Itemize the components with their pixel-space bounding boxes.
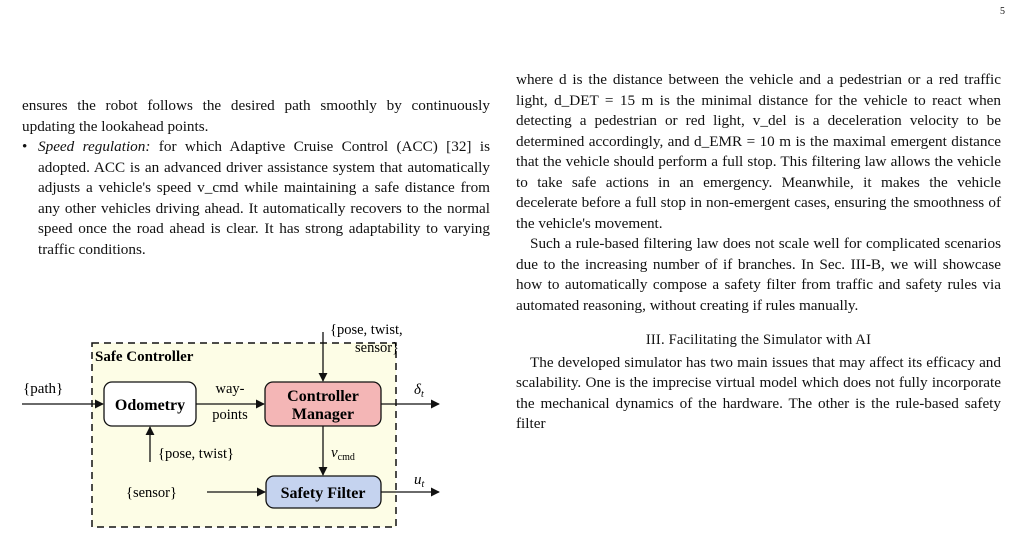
bullet-label: Speed regulation: <box>38 138 151 155</box>
odometry-label: Odometry <box>115 397 185 414</box>
bullet-text: for which Adaptive Cruise Control (ACC) … <box>38 138 490 258</box>
bullet-item-speed-regulation: • Speed regulation: for which Adaptive C… <box>22 137 490 260</box>
section-heading: III. Facilitating the Simulator with AI <box>645 332 872 348</box>
delta-output-label: δt <box>414 382 424 400</box>
path-input-label: {path} <box>23 381 63 397</box>
bullet-marker: • <box>22 138 28 155</box>
paragraph-continued: ensures the robot follows the desired pa… <box>22 97 490 135</box>
waypoints-label-line2: points <box>212 407 248 423</box>
paragraph-filtering-law: where d is the distance between the vehi… <box>516 71 1001 232</box>
controller-manager-label-line1: Controller <box>287 388 359 405</box>
u-output-label: ut <box>414 472 425 490</box>
paragraph-simulator-issues: The developed simulator has two main iss… <box>516 353 1001 433</box>
top-input-label-line2: sensor} <box>355 340 399 356</box>
page-number: 5 <box>1000 6 1005 17</box>
odom-input-label: {pose, twist} <box>158 446 234 462</box>
paragraph-rule-based: Such a rule-based filtering law does not… <box>516 235 1001 314</box>
safe-controller-diagram: Safe Controller Odometry Controller Mana… <box>22 322 440 528</box>
controller-manager-label-line2: Manager <box>292 406 354 423</box>
waypoints-label-line1: way- <box>216 381 245 397</box>
sensor-input-label: {sensor} <box>126 485 177 501</box>
safety-filter-label: Safety Filter <box>281 485 366 502</box>
right-column: where d is the distance between the vehi… <box>516 70 1001 435</box>
left-column: ensures the robot follows the desired pa… <box>22 96 490 260</box>
top-input-label-line1: {pose, twist, <box>330 322 403 338</box>
vcmd-label: vcmd <box>331 445 355 463</box>
container-label: Safe Controller <box>95 349 194 365</box>
